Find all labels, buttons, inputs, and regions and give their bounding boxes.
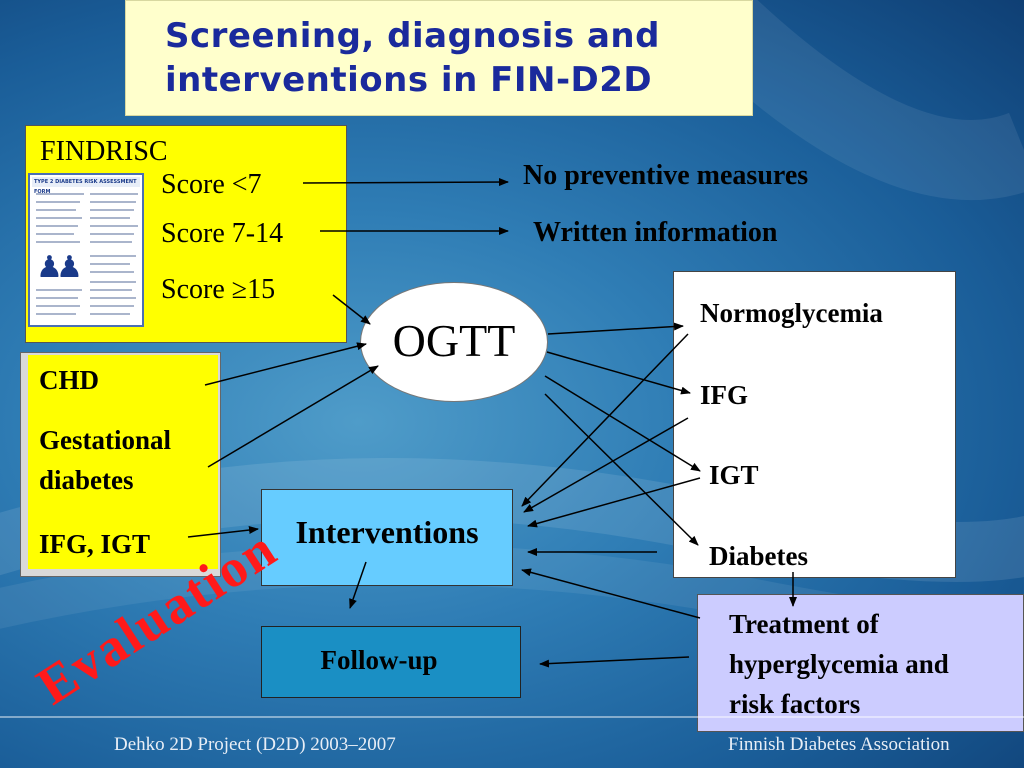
arrow-interventions-to-follow-up [349, 561, 367, 609]
arrow-score-high-to-ogtt [332, 294, 371, 325]
arrow-treatment-to-follow-up [539, 656, 690, 668]
ogtt-ellipse [360, 282, 548, 402]
score-high: Score ≥15 [161, 274, 276, 305]
footer-right: Finnish Diabetes Association [728, 734, 950, 755]
risk-gestational-line-1: Gestational [39, 425, 171, 455]
arrow-ifg-igt-to-interventions [187, 526, 259, 538]
outcome-ifg: IFG [700, 380, 749, 410]
female-figure-icon: ♟ [56, 251, 83, 284]
written-information: Written information [533, 217, 778, 248]
footer-left: Dehko 2D Project (D2D) 2003–2007 [114, 734, 396, 755]
male-figure-icon: ♟ [36, 251, 63, 284]
ogtt-label: OGTT [392, 315, 516, 366]
outcome-normoglycemia: Normoglycemia [700, 298, 883, 328]
findrisc-label: FINDRISC [40, 136, 168, 167]
treatment-label: Treatment of hyperglycemia and risk fact… [729, 604, 1019, 724]
risk-ifg-igt: IFG, IGT [39, 529, 151, 559]
risk-form-heading: TYPE 2 DIABETES RISK ASSESSMENT FORM [32, 177, 140, 195]
outcome-igt: IGT [709, 460, 759, 490]
risk-form-thumbnail: TYPE 2 DIABETES RISK ASSESSMENT FORM ♟ ♟ [28, 173, 144, 327]
footer-divider [0, 716, 1024, 718]
glycemia-outcomes-box [673, 271, 956, 578]
arrow-ogtt-to-diabetes [544, 393, 699, 546]
arrow-ogtt-to-igt [544, 375, 701, 472]
risk-chd: CHD [39, 365, 99, 395]
no-preventive-measures: No preventive measures [523, 160, 809, 191]
arrow-score-low-to-no-preventive [302, 178, 509, 187]
treatment-line-3: risk factors [729, 689, 861, 719]
score-mid: Score 7-14 [161, 218, 284, 249]
arrow-chd-to-ogtt [204, 342, 367, 386]
slide-title: Screening, diagnosis and interventions i… [165, 14, 745, 102]
arrow-igt-to-interventions [527, 477, 701, 528]
arrow-ifg-to-interventions [523, 417, 689, 513]
follow-up-box [261, 626, 521, 698]
arrow-ogtt-to-ifg [546, 351, 691, 395]
score-low: Score <7 [161, 169, 262, 200]
interventions-label: Interventions [295, 514, 479, 550]
arrow-normoglycemia-to-interventions [521, 333, 689, 507]
treatment-line-2: hyperglycemia and [729, 649, 949, 679]
title-box [125, 0, 753, 116]
interventions-box [261, 489, 513, 586]
arrow-gestational-to-ogtt [207, 365, 379, 468]
outcome-diabetes: Diabetes [709, 541, 808, 571]
risk-gestational-line-2: diabetes [39, 465, 134, 495]
arrow-treatment-to-interventions [521, 568, 701, 619]
treatment-line-1: Treatment of [729, 609, 879, 639]
risk-groups-highlight [28, 355, 218, 569]
title-line-1: Screening, diagnosis and [165, 16, 660, 56]
arrow-ogtt-to-normoglycemia [547, 322, 684, 335]
title-line-2: interventions in FIN-D2D [165, 60, 653, 100]
follow-up-label: Follow-up [320, 645, 438, 675]
